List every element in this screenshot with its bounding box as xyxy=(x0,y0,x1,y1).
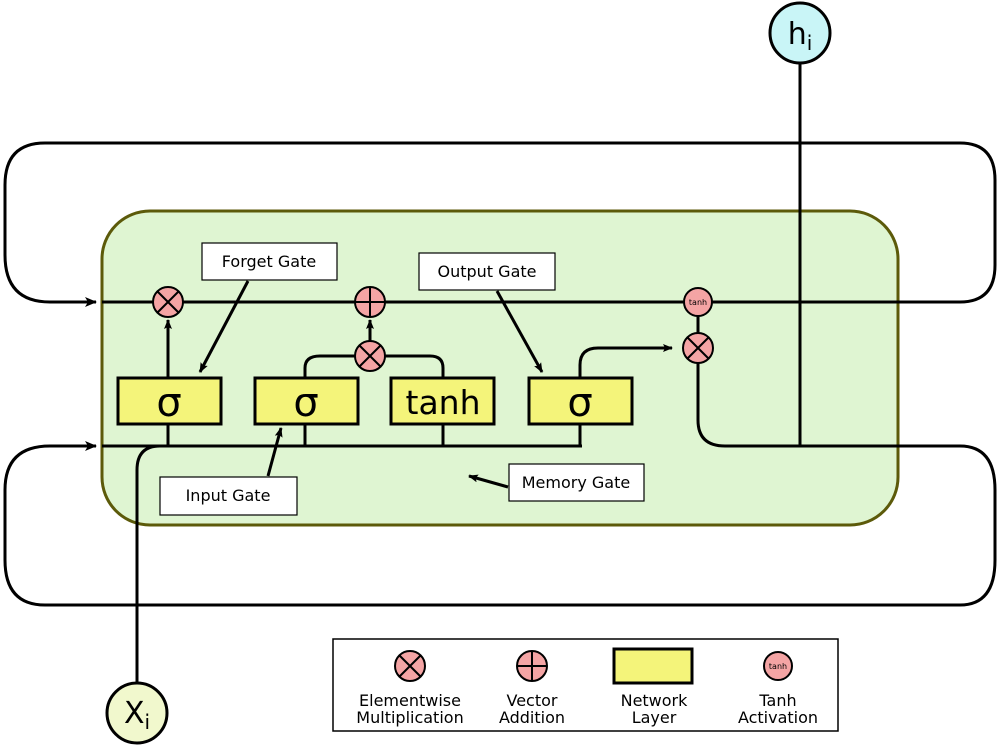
output-gate-callout: Output Gate xyxy=(418,252,556,291)
input-layer: σ xyxy=(253,376,360,426)
input-node-sub: i xyxy=(145,710,151,734)
memory-gate-callout: Memory Gate xyxy=(508,463,645,502)
tanh-op-label: tanh xyxy=(689,298,707,307)
legend-add-icon xyxy=(516,650,548,682)
input-layer-label: σ xyxy=(293,380,318,426)
output-gate-label: Output Gate xyxy=(438,262,537,281)
input-gate-pointer xyxy=(266,427,283,477)
svg-text:Xi: Xi xyxy=(124,696,150,734)
svg-text:hi: hi xyxy=(788,17,813,55)
input-gate-callout: Input Gate xyxy=(159,476,298,516)
cell-add-op xyxy=(354,286,386,318)
legend-add-line1: Vector xyxy=(507,691,558,710)
legend-tanh-line2: Activation xyxy=(738,708,818,727)
legend-layer-line1: Network xyxy=(621,691,689,710)
legend-layer-icon xyxy=(612,647,694,685)
tanh-layer: tanh xyxy=(389,376,496,426)
output-node-base: h xyxy=(788,17,807,52)
input-node-base: X xyxy=(124,696,145,731)
input-tanh-connector xyxy=(303,354,445,378)
output-branch-line xyxy=(696,362,900,448)
output-node-sub: i xyxy=(807,31,813,55)
output-layer-label: σ xyxy=(567,380,592,426)
tanh-layer-label: tanh xyxy=(406,383,481,422)
legend-add-line2: Addition xyxy=(499,708,565,727)
output-multiply-op xyxy=(682,332,714,364)
forget-gate-label: Forget Gate xyxy=(222,252,316,271)
forget-layer-label: σ xyxy=(156,380,181,426)
forget-gate-callout: Forget Gate xyxy=(201,242,338,281)
forget-multiply-op xyxy=(152,286,184,318)
legend-tanh-icon-label: tanh xyxy=(769,662,787,671)
legend-tanh-line1: Tanh xyxy=(758,691,796,710)
legend-mult-line1: Elementwise xyxy=(359,691,461,710)
input-line xyxy=(135,444,161,683)
legend-multiply-icon xyxy=(394,650,426,682)
input-node: Xi xyxy=(105,681,169,745)
legend-layer-line2: Layer xyxy=(632,708,677,727)
output-gate-curve xyxy=(578,344,673,378)
input-multiply-op xyxy=(354,340,386,372)
memory-gate-pointer xyxy=(468,474,509,489)
output-node: hi xyxy=(768,1,832,65)
top-recurrent-loop xyxy=(3,141,997,307)
memory-gate-label: Memory Gate xyxy=(522,473,630,492)
forget-gate-pointer xyxy=(198,280,250,373)
forget-layer: σ xyxy=(116,376,223,426)
output-tanh-op: tanh xyxy=(683,287,713,317)
output-gate-pointer xyxy=(495,290,544,373)
input-gate-label: Input Gate xyxy=(186,486,271,505)
bottom-recurrent-loop xyxy=(3,441,997,607)
legend-tanh-icon: tanh xyxy=(763,651,793,681)
legend: Elementwise Multiplication Vector Additi… xyxy=(332,638,839,732)
output-layer: σ xyxy=(527,376,634,426)
legend-mult-line2: Multiplication xyxy=(356,708,463,727)
